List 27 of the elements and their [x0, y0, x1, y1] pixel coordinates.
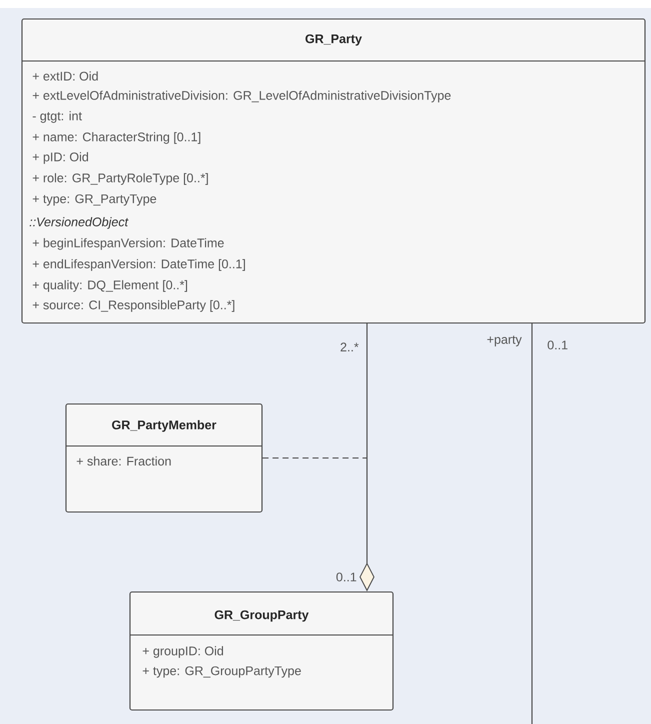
association-class-line	[262, 457, 367, 459]
attribute-text: + quality: DQ_Element [0..*]	[32, 280, 188, 292]
association-line	[531, 324, 533, 724]
class-name: GR_PartyMember	[112, 420, 216, 432]
attribute-text: + name: CharacterString [0..1]	[32, 132, 200, 144]
attribute-text: + extID: Oid	[32, 71, 98, 81]
attribute-text: + pID: Oid	[32, 152, 88, 164]
attribute-text: + extLevelOfAdministrativeDivision: GR_LevelOfAdministrativeDivisionType	[32, 90, 451, 102]
multiplicity-label: 0..1	[546, 340, 570, 350]
multiplicity-label: 2..*	[339, 342, 360, 352]
attribute-text: - gtgt: int	[32, 111, 82, 123]
attribute-text: + endLifespanVersion: DateTime [0..1]	[32, 259, 245, 271]
class-name: GR_Party	[306, 34, 362, 46]
attribute-text: + source: CI_ResponsibleParty [0..*]	[32, 300, 234, 312]
class-box	[21, 18, 646, 324]
stereotype-text: ::VersionedObject	[30, 217, 129, 229]
class-box	[129, 591, 394, 711]
class-box	[65, 403, 263, 513]
attribute-text: + type: GR_PartyType	[32, 194, 156, 206]
attribute-text: + share: Fraction	[76, 456, 171, 466]
attribute-text: + type: GR_GroupPartyType	[142, 666, 301, 678]
role-label: +party	[486, 334, 523, 348]
attribute-text: + groupID: Oid	[142, 646, 224, 658]
attribute-text: + role: GR_PartyRoleType [0..*]	[32, 173, 208, 185]
multiplicity-label: 0..1	[334, 572, 358, 582]
class-name: GR_GroupParty	[214, 610, 309, 622]
attribute-text: + beginLifespanVersion: DateTime	[32, 238, 224, 250]
